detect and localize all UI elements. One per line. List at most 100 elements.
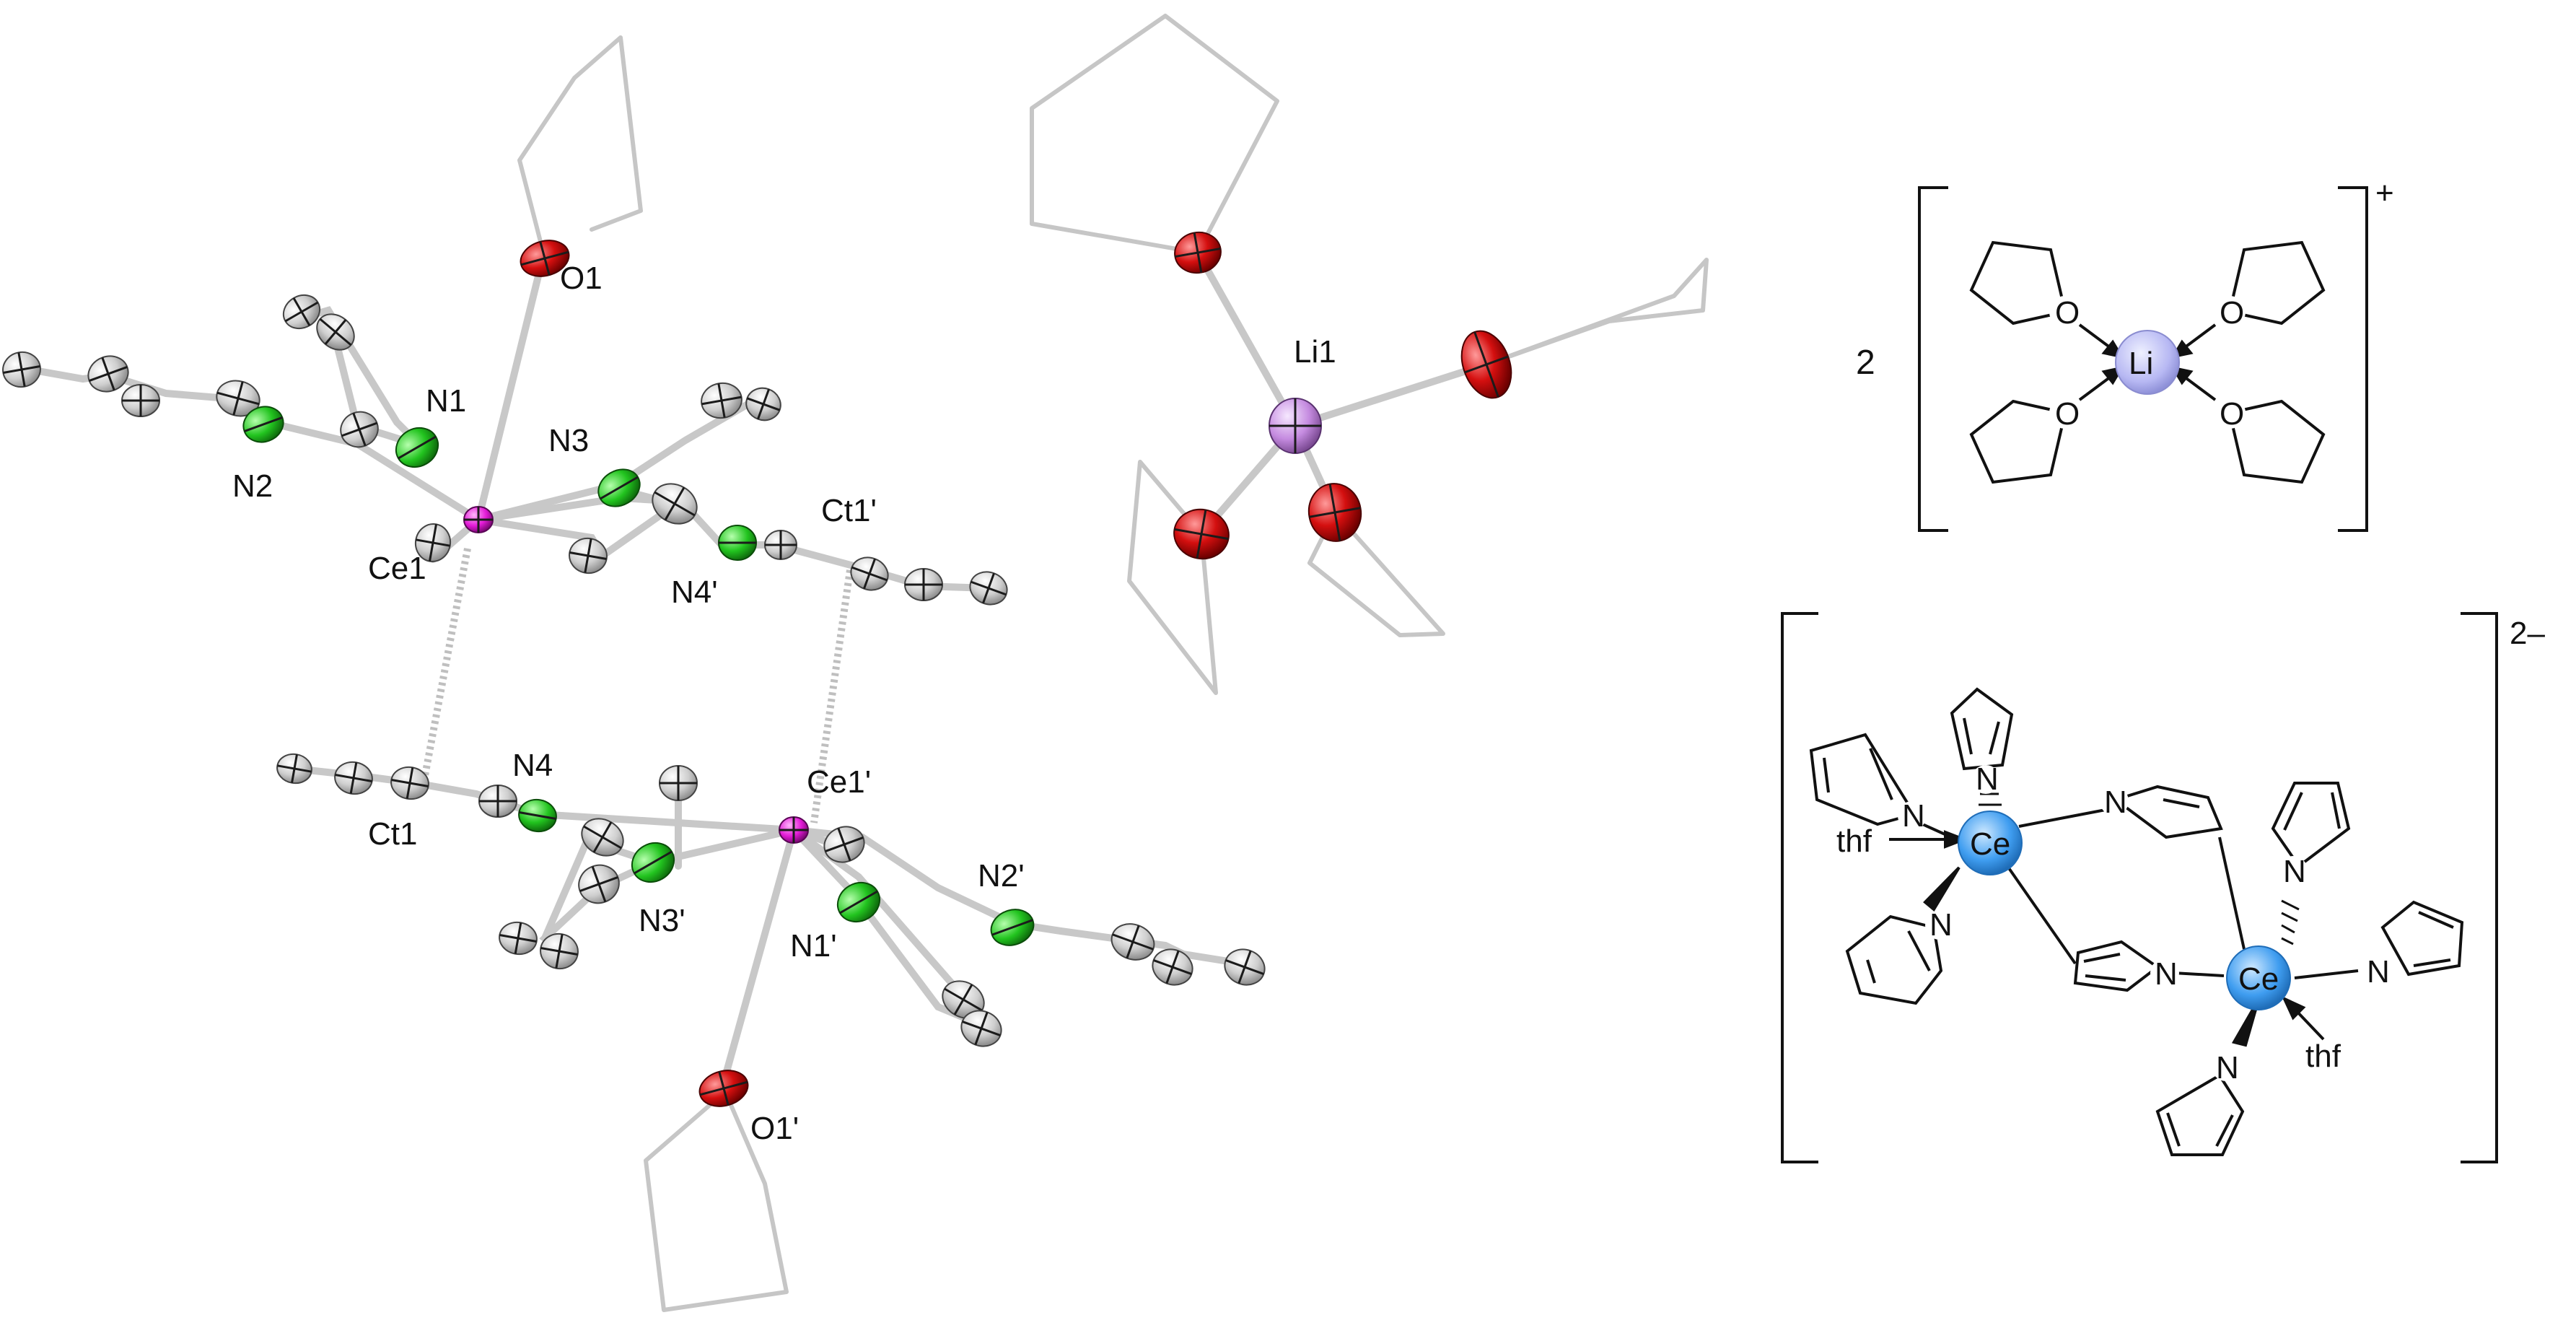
ellipsoid-icon bbox=[581, 818, 624, 857]
cation-o-label: O bbox=[2220, 396, 2244, 432]
label-n4p: N4' bbox=[671, 575, 718, 610]
ellipsoid-icon bbox=[1173, 508, 1230, 560]
ce1-ct1-contact bbox=[421, 548, 471, 780]
ellipsoid-icon bbox=[764, 530, 797, 560]
pyrrole-ring-icon bbox=[2271, 782, 2351, 868]
anion-charge: 2– bbox=[2510, 616, 2545, 651]
ellipsoid-icon bbox=[540, 932, 579, 970]
wedge-bond bbox=[2231, 999, 2260, 1047]
label-ce1: Ce1 bbox=[368, 551, 426, 586]
thf-bottom-wireframe bbox=[644, 1086, 789, 1312]
ellipsoid-icon bbox=[718, 525, 757, 561]
n-label: N bbox=[1929, 907, 1953, 943]
label-n3: N3 bbox=[548, 423, 589, 458]
ce1-o1-bond bbox=[475, 255, 546, 523]
pyrrole-ring-icon bbox=[2073, 940, 2160, 992]
anion-left-bracket bbox=[1781, 612, 1818, 1163]
ellipsoid-icon bbox=[395, 427, 439, 468]
ellipsoid-icon bbox=[121, 384, 160, 417]
pyrrole-ring-icon bbox=[2380, 900, 2464, 977]
thf-wire-4 bbox=[1307, 510, 1445, 637]
ellipsoid-icon bbox=[745, 387, 781, 421]
n-label: N bbox=[2367, 954, 2390, 990]
cation-o-label: O bbox=[2055, 295, 2080, 331]
n-label: N bbox=[2104, 785, 2127, 820]
cation-charge: + bbox=[2375, 175, 2394, 211]
anion-ce-label: Ce bbox=[1970, 826, 2010, 862]
cation-coefficient: 2 bbox=[1856, 344, 1875, 382]
ellipsoid-icon bbox=[823, 826, 865, 863]
thf-ring-icon bbox=[2227, 399, 2326, 484]
pyrrole-ring-icon bbox=[1950, 687, 2014, 771]
label-n4: N4 bbox=[512, 748, 553, 783]
ellipsoid-icon bbox=[282, 294, 321, 330]
ellipsoid-icon bbox=[1460, 330, 1512, 399]
ellipsoid-icon bbox=[1269, 398, 1322, 454]
label-n3p: N3' bbox=[639, 903, 685, 938]
ellipsoid-icon bbox=[87, 355, 129, 393]
ellipsoid-icon bbox=[779, 816, 809, 844]
ellipsoid-icon bbox=[960, 1010, 1002, 1047]
ellipsoid-icon bbox=[414, 523, 452, 562]
upper-carbon-atoms bbox=[2, 294, 1008, 606]
ellipsoid-icon bbox=[499, 921, 538, 956]
thf-label: thf bbox=[2305, 1039, 2341, 1074]
thf-wire-3 bbox=[1127, 460, 1218, 695]
ellipsoid-icon bbox=[698, 1070, 749, 1107]
pyrrole-ring-icon bbox=[1845, 914, 1943, 1005]
ellipsoid-icon bbox=[518, 798, 557, 833]
pyrrole-ring-icon bbox=[1809, 733, 1917, 826]
ellipsoid-icon bbox=[1174, 231, 1222, 274]
cation-scheme: 2 + O O O O Li bbox=[1856, 175, 2394, 532]
ellipsoid-icon bbox=[340, 411, 379, 448]
pyrrole-ring-icon bbox=[2112, 785, 2223, 839]
cation-o-label: O bbox=[2055, 396, 2080, 432]
pyrrole-ring-icon bbox=[2155, 1073, 2245, 1156]
ellipsoid-icon bbox=[904, 568, 943, 601]
n-label: N bbox=[1902, 798, 1925, 834]
ellipsoid-icon bbox=[1152, 948, 1193, 986]
cation-left-bracket bbox=[1918, 186, 1948, 532]
ellipsoid-icon bbox=[478, 785, 517, 818]
upper-ligand-bonds bbox=[18, 306, 992, 592]
ellipsoid-icon bbox=[242, 406, 284, 443]
ellipsoid-icon bbox=[578, 864, 620, 904]
cation-li-label: Li bbox=[2129, 346, 2153, 381]
thf-top-wireframe bbox=[517, 35, 643, 261]
ellipsoid-icon bbox=[850, 556, 889, 591]
ce1p-o1p-bond bbox=[718, 826, 797, 1093]
thf-wire-1 bbox=[1030, 14, 1279, 255]
label-n2: N2 bbox=[232, 468, 273, 504]
ellipsoid-icon bbox=[597, 468, 641, 507]
ellipsoid-icon bbox=[1307, 483, 1362, 542]
cation-right-bracket bbox=[2338, 186, 2368, 532]
lower-carbon-atoms bbox=[276, 753, 1266, 1047]
thf-wire-2 bbox=[1484, 258, 1709, 367]
anion-ce-label: Ce bbox=[2238, 961, 2279, 997]
ellipsoid-icon bbox=[463, 506, 494, 533]
ellipsoid-icon bbox=[316, 313, 355, 351]
n-label: N bbox=[2283, 854, 2306, 889]
label-n1p: N1' bbox=[790, 928, 837, 964]
ellipsoid-icon bbox=[569, 537, 608, 575]
thf-ring-icon bbox=[1969, 240, 2067, 326]
n-label: N bbox=[2216, 1050, 2239, 1085]
thf-label: thf bbox=[1836, 824, 1872, 859]
n-label: N bbox=[2155, 956, 2178, 992]
ellipsoid-icon bbox=[652, 483, 698, 525]
label-ce1p: Ce1' bbox=[807, 764, 871, 800]
lithium-cation-structure: Li1 bbox=[1030, 14, 1709, 695]
label-o1: O1 bbox=[560, 261, 603, 296]
anion-n-labels: N N N N N N N N bbox=[1898, 761, 2391, 1085]
label-li1: Li1 bbox=[1294, 334, 1336, 370]
ellipsoid-icon bbox=[701, 382, 742, 419]
nitrogen-atoms bbox=[242, 406, 1035, 946]
ellipsoid-icon bbox=[334, 761, 373, 795]
label-o1p: O1' bbox=[750, 1111, 799, 1146]
ellipsoid-icon bbox=[1224, 948, 1266, 986]
li-o-bond bbox=[1194, 249, 1299, 429]
n-label: N bbox=[1976, 761, 1999, 797]
ce-sphere bbox=[1958, 811, 2023, 875]
hashed-bond bbox=[2281, 899, 2300, 945]
